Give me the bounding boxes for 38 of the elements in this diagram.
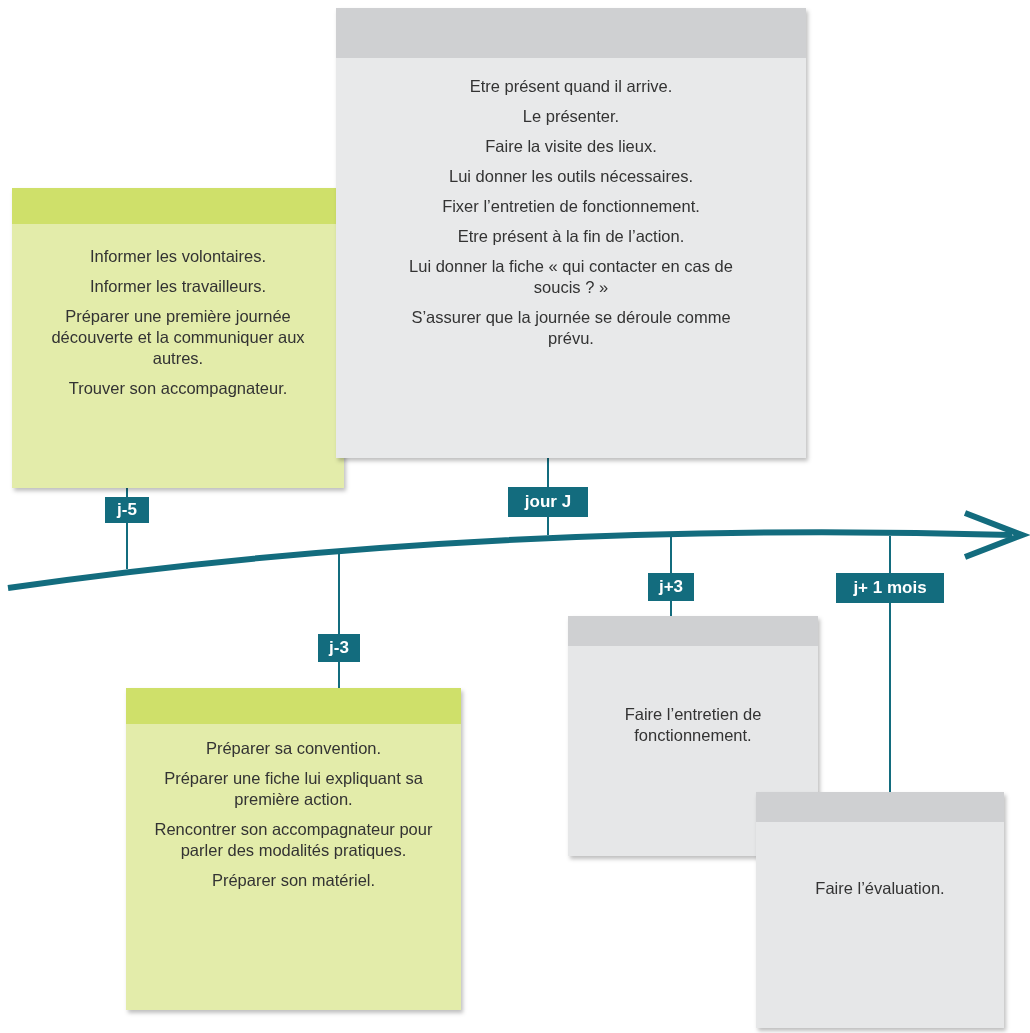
note-text: Faire l’évaluation.: [814, 878, 946, 899]
sticky-note: [126, 688, 461, 1010]
date-tag: jour J: [508, 487, 588, 517]
sticky-note: [568, 616, 818, 856]
date-tag: j-5: [105, 497, 149, 523]
note-text: Etre présent quand il arrive.: [468, 76, 674, 97]
note-text: Rencontrer son accompagnateur pour parler des modalités pratiques.: [153, 819, 434, 861]
date-tag: j-3: [318, 634, 360, 662]
note-text: Trouver son accompagnateur.: [67, 378, 289, 399]
sticky-note: [12, 188, 344, 488]
note-text: Informer les travailleurs.: [88, 276, 268, 297]
leader-line: [126, 487, 128, 498]
note-text: S’assurer que la journée se déroule comme prévu.: [410, 307, 732, 349]
note-text: Etre présent à la fin de l’action.: [456, 226, 686, 247]
leader-line: [670, 536, 672, 574]
note-text: Fixer l’entretien de fonctionnement.: [441, 196, 701, 217]
leader-line: [670, 600, 672, 617]
note-text: Préparer une première journée découverte et la communiquer aux autres.: [50, 306, 306, 369]
note-text: Préparer son matériel.: [210, 870, 377, 891]
note-text: Lui donner les outils nécessaires.: [448, 166, 694, 187]
leader-line: [889, 602, 891, 793]
note-text: Le présenter.: [521, 106, 621, 127]
note-text: Faire la visite des lieux.: [484, 136, 658, 157]
leader-line: [338, 661, 340, 689]
date-tag: j+ 1 mois: [836, 573, 944, 603]
leader-line: [547, 516, 549, 536]
note-text: Préparer une fiche lui expliquant sa première action.: [163, 768, 424, 810]
leader-line: [547, 457, 549, 488]
leader-line: [126, 522, 128, 570]
note-text: Faire l’entretien de fonctionnement.: [623, 704, 763, 746]
note-text: Lui donner la fiche « qui contacter en cas de soucis ? »: [408, 256, 734, 298]
note-text: Préparer sa convention.: [204, 738, 383, 759]
date-tag: j+3: [648, 573, 694, 601]
note-text: Informer les volontaires.: [88, 246, 268, 267]
leader-line: [338, 553, 340, 635]
sticky-note: [336, 8, 806, 458]
leader-line: [889, 535, 891, 574]
sticky-note: [756, 792, 1004, 1028]
